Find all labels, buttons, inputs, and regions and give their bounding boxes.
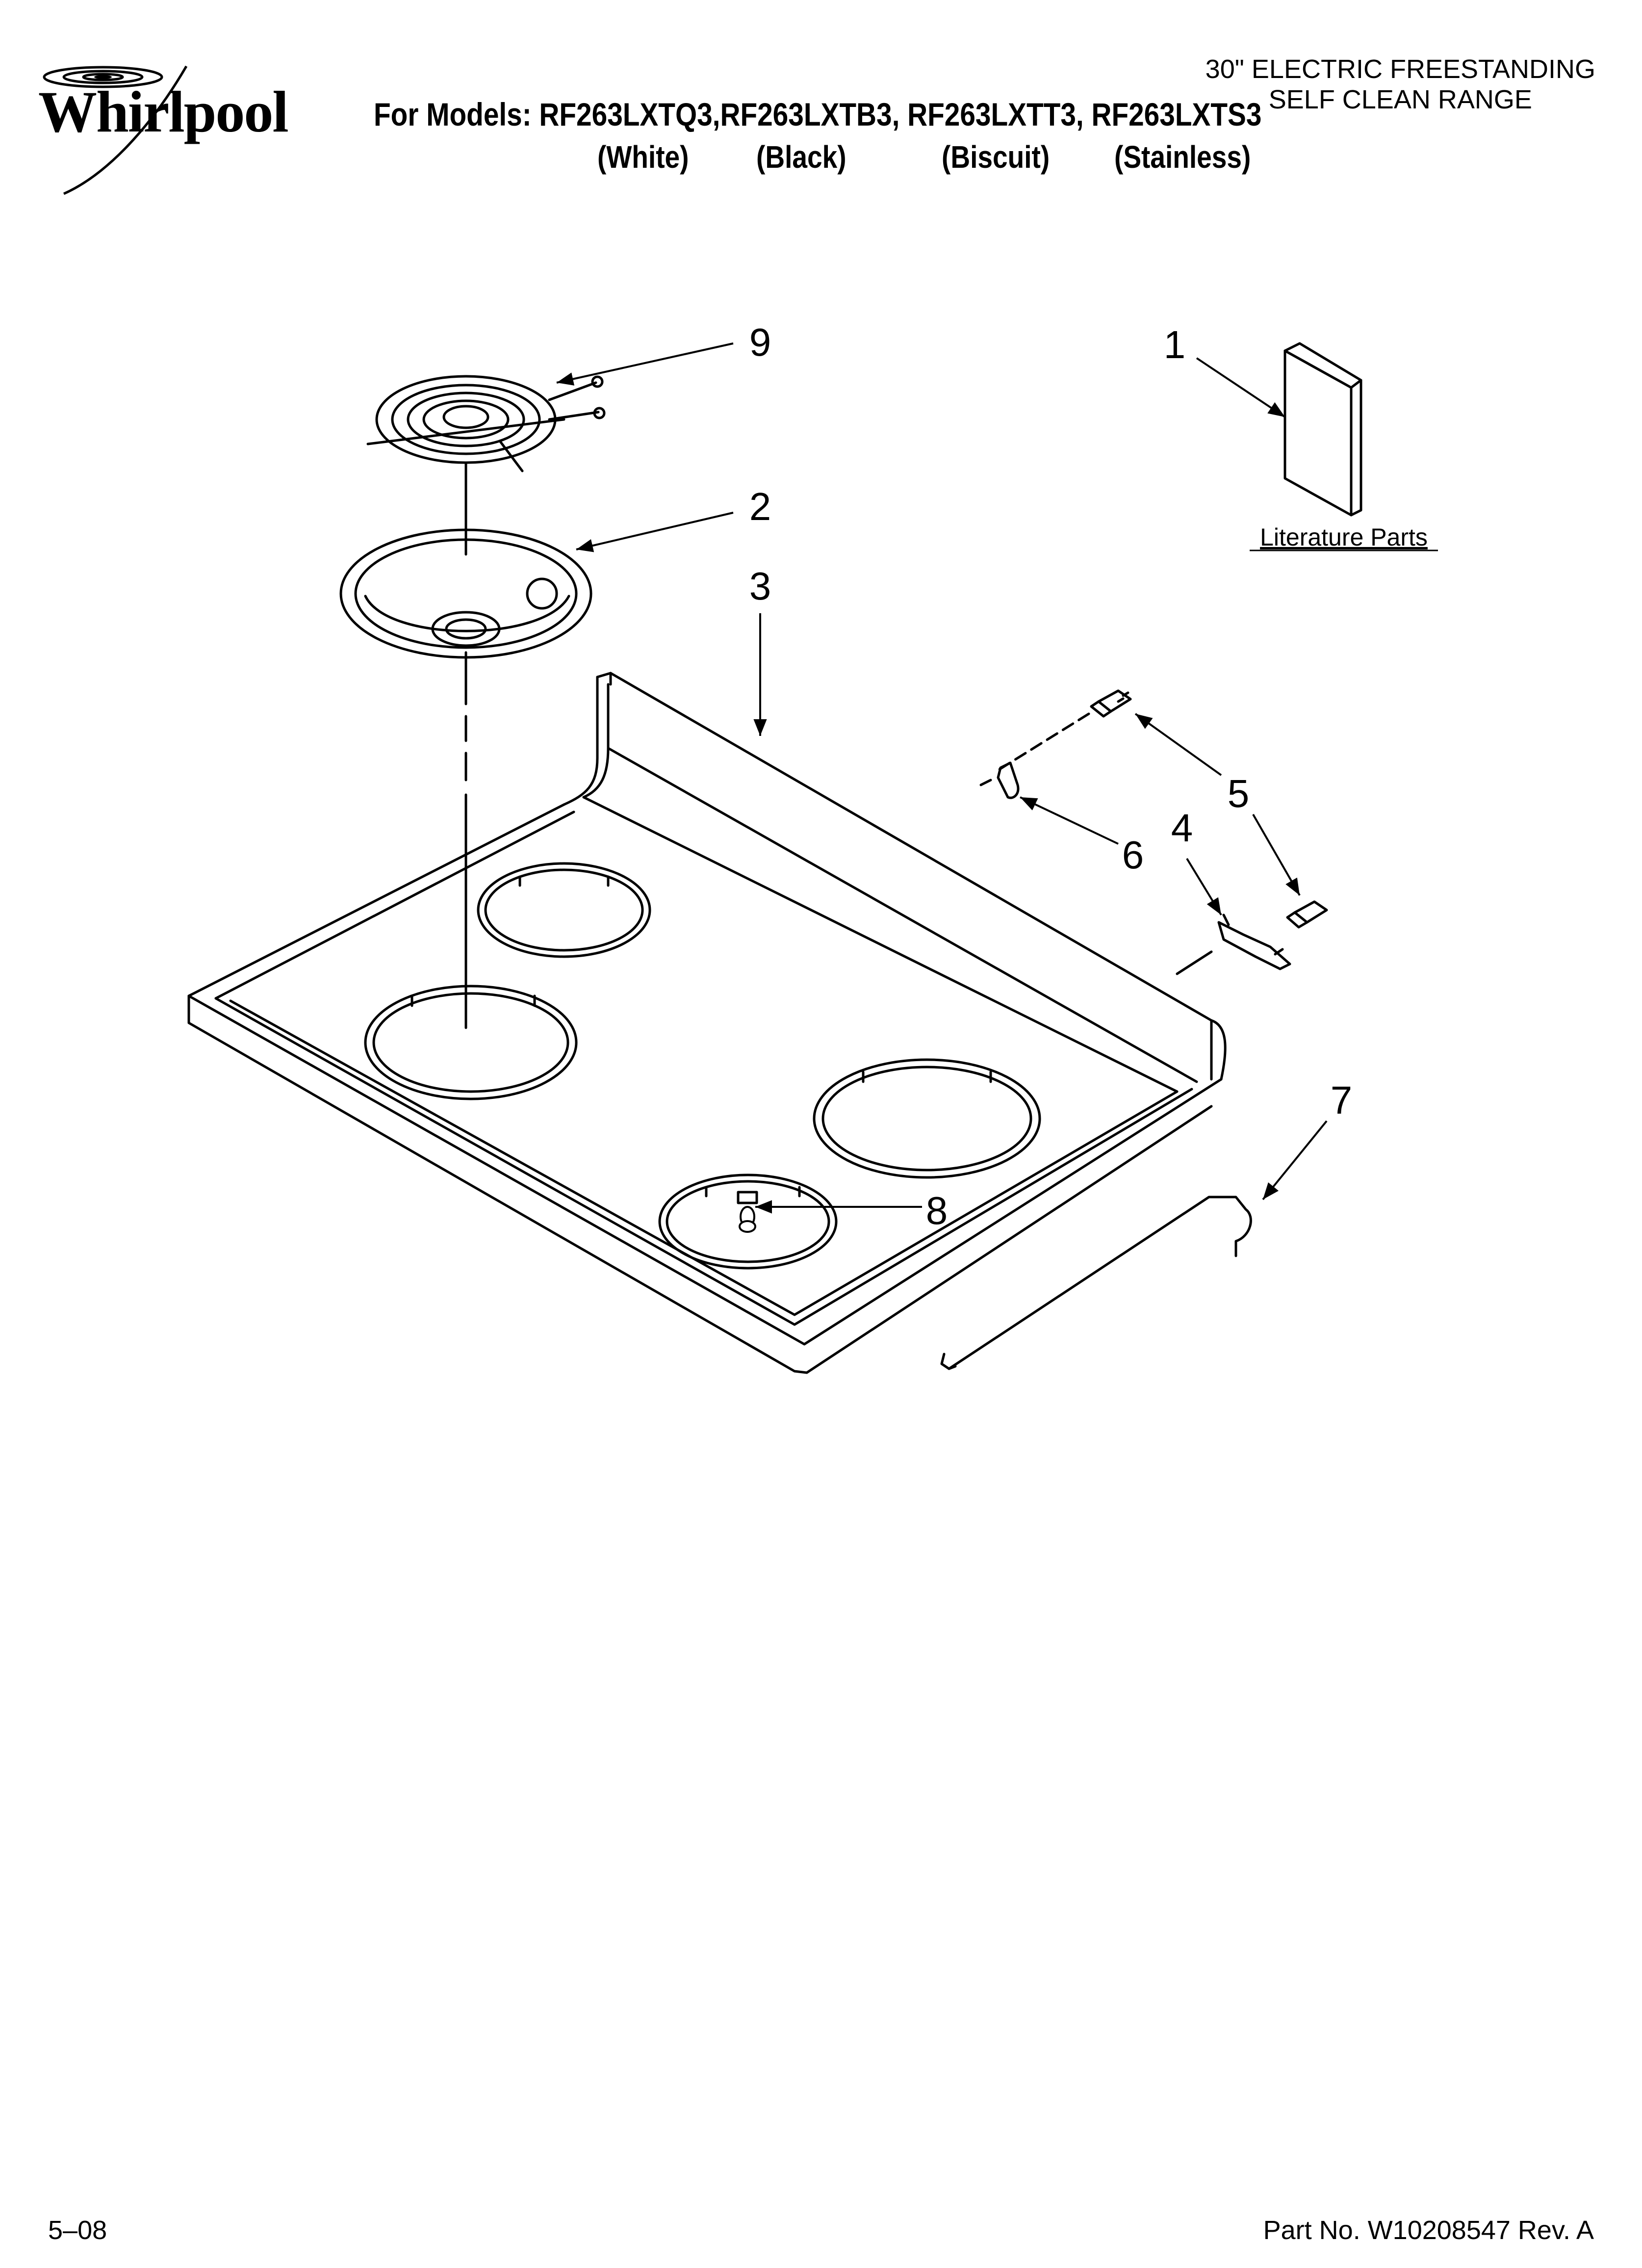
callout-7: 7: [1331, 1078, 1353, 1122]
finish-black: (Black): [756, 139, 847, 175]
part-number: Part No. W10208547 Rev. A: [1263, 2216, 1594, 2245]
screw-element-receptacle: [739, 1206, 756, 1233]
finish-biscuit: (Biscuit): [942, 139, 1050, 175]
product-line-2: SELF CLEAN RANGE: [1268, 85, 1532, 114]
revision-date: 5–08: [48, 2216, 107, 2245]
product-line-1: 30" ELECTRIC FREESTANDING: [1205, 54, 1595, 84]
callout-2: 2: [749, 485, 771, 528]
trim-rod: [940, 1196, 1252, 1370]
models-line: For Models: RF263LXTQ3,RF263LXTB3, RF263…: [374, 96, 1262, 132]
callout-6: 6: [1122, 833, 1144, 877]
surface-element: [366, 375, 606, 472]
callout-8: 8: [926, 1189, 948, 1232]
clip: [979, 761, 1020, 799]
callout-4: 4: [1171, 806, 1193, 850]
brand-name: Whirlpool: [38, 79, 289, 144]
screw-lower: [1286, 900, 1328, 929]
callout-3: 3: [749, 564, 771, 608]
whirlpool-logo: [43, 65, 188, 195]
literature-parts-label: Literature Parts: [1260, 523, 1428, 551]
callout-5: 5: [1228, 772, 1250, 815]
product-description: 30" ELECTRIC FREESTANDING SELF CLEAN RAN…: [1206, 54, 1595, 115]
literature-parts-booklet: [1283, 342, 1362, 517]
bracket: [1217, 913, 1291, 970]
screw-upper: [1090, 689, 1132, 718]
cooktop: [187, 672, 1227, 1374]
finish-white: (White): [597, 139, 689, 175]
finish-stainless: (Stainless): [1114, 139, 1251, 175]
callout-9: 9: [749, 320, 771, 364]
callout-1: 1: [1164, 323, 1186, 366]
